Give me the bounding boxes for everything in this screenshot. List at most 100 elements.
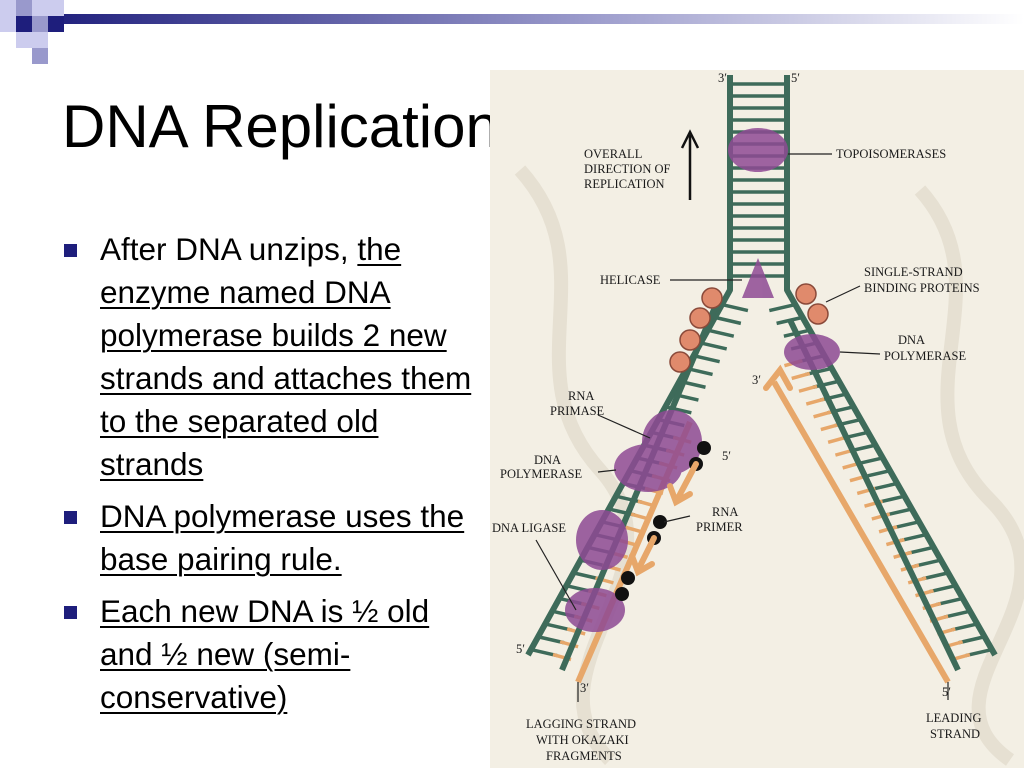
base-pair-rung <box>929 583 956 594</box>
label-rna-primer: PRIMER <box>696 520 743 534</box>
base-pair-rung <box>812 379 840 389</box>
bullet-text-plain: After DNA unzips, <box>100 231 358 267</box>
base-pair-rung <box>950 622 978 632</box>
label-top-right-end: 5′ <box>791 71 800 85</box>
square-bullet-icon <box>64 244 77 257</box>
base-pair-rung <box>820 422 840 432</box>
bullet-item-unzip: After DNA unzips, the enzyme named DNA p… <box>62 228 487 486</box>
base-pair-rung <box>798 384 818 393</box>
base-pair-rung <box>721 302 749 313</box>
ssb-protein <box>689 307 711 329</box>
label-rna-primase: PRIMASE <box>550 404 605 418</box>
base-pair-rung <box>921 571 949 581</box>
base-pair-rung <box>863 468 891 479</box>
label-direction: REPLICATION <box>584 177 665 191</box>
diagram-paper-background <box>490 70 1024 768</box>
background-helix <box>914 185 1024 766</box>
rna-primer-dot <box>653 515 667 529</box>
helicase-enzyme <box>742 258 774 298</box>
square-bullet-icon <box>64 511 77 524</box>
bullet-item-semi-conservative: Each new DNA is ½ old and ½ new (semi-co… <box>62 590 487 719</box>
bullet-text-underlined: DNA polymerase uses the base pairing rul… <box>100 498 465 577</box>
base-pair-rung <box>936 596 964 607</box>
rna-primers <box>615 441 711 601</box>
okazaki-arrow-head <box>629 553 655 577</box>
base-pair-rung <box>965 647 993 658</box>
label-direction: DIRECTION OF <box>584 162 671 176</box>
leading-template-inner <box>787 318 961 672</box>
base-pair-rung <box>878 494 905 504</box>
ssb-protein <box>669 351 691 373</box>
label-bottom-left-five-prime: 5′ <box>516 642 525 656</box>
ssb-protein <box>701 287 723 309</box>
label-lagging-strand: WITH OKAZAKI <box>536 733 629 747</box>
base-pair-rung <box>544 622 572 632</box>
slide-title: DNA Replication <box>62 93 499 160</box>
direction-up-arrow-icon <box>680 129 700 200</box>
base-pair-rung <box>899 532 927 543</box>
label-single-strand: SINGLE-STRAND <box>864 265 963 279</box>
replication-fork-diagram: 3′ 5′ OVERALL DIRECTION OF REPLICATION T… <box>490 70 1024 768</box>
label-rna-primer: RNA <box>712 505 738 519</box>
dna-polymerase-leading-enzyme <box>784 334 840 370</box>
single-strand-binding-proteins <box>669 283 829 373</box>
enzymes <box>565 128 840 632</box>
base-pair-rung <box>693 353 721 364</box>
base-pair-rung <box>805 397 825 406</box>
label-rna-primase: RNA <box>568 389 594 403</box>
label-leading-three-prime: 3′ <box>752 373 761 387</box>
base-pair-rung <box>707 328 735 338</box>
base-pair-rung <box>827 435 847 445</box>
okazaki-arrow-head <box>667 483 693 507</box>
label-binding-proteins: BINDING PROTEINS <box>864 281 980 295</box>
base-pair-rung <box>813 410 833 419</box>
leading-new-strand <box>771 380 951 684</box>
background-helix <box>514 165 635 765</box>
okazaki-arrow <box>675 461 699 501</box>
ssb-protein <box>679 329 701 351</box>
base-pair-rung <box>537 635 565 645</box>
label-topoisomerases: TOPOISOMERASES <box>836 147 946 161</box>
label-leading-strand: LEADING <box>926 711 982 725</box>
square-bullet-icon <box>64 606 77 619</box>
base-pair-rung <box>530 647 558 658</box>
leading-arm-base-pairs <box>768 302 993 662</box>
topoisomerase-enzyme <box>728 128 788 172</box>
diagram-labels: 3′ 5′ OVERALL DIRECTION OF REPLICATION T… <box>492 71 982 763</box>
bullet-text-underlined: the enzyme named DNA polymerase builds 2… <box>100 231 472 482</box>
label-dna-polymerase-right: POLYMERASE <box>884 349 966 363</box>
label-dna-polymerase-right: DNA <box>898 333 925 347</box>
bullet-list: After DNA unzips, the enzyme named DNA p… <box>62 228 487 728</box>
base-pair-rung <box>892 520 920 530</box>
dna-ligase-enzyme <box>576 510 628 570</box>
rna-primer-dot <box>615 587 629 601</box>
base-pair-rung <box>615 494 643 504</box>
enzyme-blob <box>565 588 625 632</box>
label-dna-ligase: DNA LIGASE <box>492 521 566 535</box>
ssb-protein <box>795 283 817 305</box>
label-leader-lines <box>535 153 949 702</box>
base-pair-rung <box>907 545 935 556</box>
base-pair-rung <box>870 481 898 492</box>
bullet-item-base-pairing: DNA polymerase uses the base pairing rul… <box>62 495 487 581</box>
base-pair-rung <box>623 525 643 534</box>
base-pair-rung <box>915 588 934 598</box>
label-dna-polymerase-left: POLYMERASE <box>500 467 582 481</box>
base-pair-rung <box>768 302 796 313</box>
dna-polymerase-lagging-enzyme <box>614 444 682 492</box>
base-pair-rung <box>958 635 985 645</box>
base-pair-rung <box>885 507 913 517</box>
corner-decoration <box>0 0 1024 64</box>
label-bottom-left-three-prime: 3′ <box>580 681 589 695</box>
synthesis-arrows <box>629 364 793 577</box>
label-direction: OVERALL <box>584 147 642 161</box>
label-top-left-end: 3′ <box>718 71 727 85</box>
ssb-protein <box>807 303 829 325</box>
label-lagging-strand: LAGGING STRAND <box>526 717 636 731</box>
label-mid-five-prime: 5′ <box>722 449 731 463</box>
rna-primer-dot <box>621 571 635 585</box>
base-pair-rung <box>805 366 833 377</box>
label-leading-strand: STRAND <box>930 727 980 741</box>
base-pair-rung <box>700 341 728 351</box>
okazaki-arrow <box>637 535 657 569</box>
